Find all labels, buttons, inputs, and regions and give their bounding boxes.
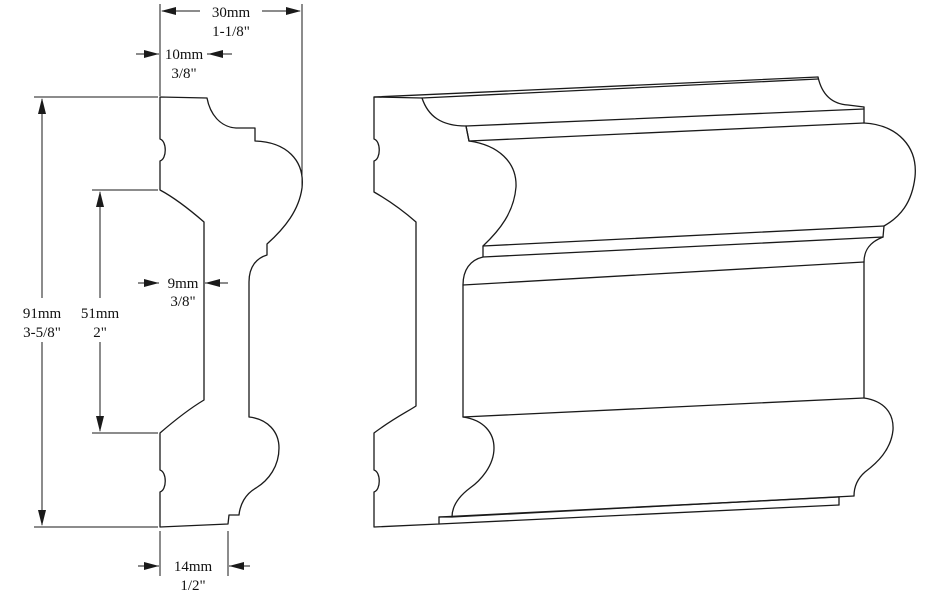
dim-51mm-imperial: 2" <box>93 325 107 341</box>
dim-14mm-imperial: 1/2" <box>180 578 205 594</box>
profile-outline <box>159 96 303 528</box>
dimension-bottom-depth: 14mm 1/2" <box>138 531 250 594</box>
dimension-center-height: 51mm 2" <box>81 189 158 434</box>
dim-14mm-metric: 14mm <box>174 559 213 575</box>
dim-10mm-metric: 10mm <box>165 47 204 63</box>
dimension-overall-width: 30mm 1-1/8" <box>159 4 303 186</box>
dim-91mm-metric: 91mm <box>23 306 62 322</box>
dim-91mm-imperial: 3-5/8" <box>23 325 61 341</box>
perspective-end-face <box>373 96 517 528</box>
dim-9mm-imperial: 3/8" <box>170 294 195 310</box>
dimension-overall-height: 91mm 3-5/8" <box>23 96 158 528</box>
dim-30mm-imperial: 1-1/8" <box>212 24 250 40</box>
dim-30mm-metric: 30mm <box>212 5 251 21</box>
dimension-top-offset: 10mm 3/8" <box>136 47 232 82</box>
dim-10mm-imperial: 3/8" <box>171 66 196 82</box>
molding-profile <box>159 96 303 528</box>
molding-perspective <box>373 76 916 528</box>
dim-51mm-metric: 51mm <box>81 306 120 322</box>
dim-9mm-metric: 9mm <box>168 276 199 292</box>
dimension-center-depth: 9mm 3/8" <box>138 276 228 310</box>
